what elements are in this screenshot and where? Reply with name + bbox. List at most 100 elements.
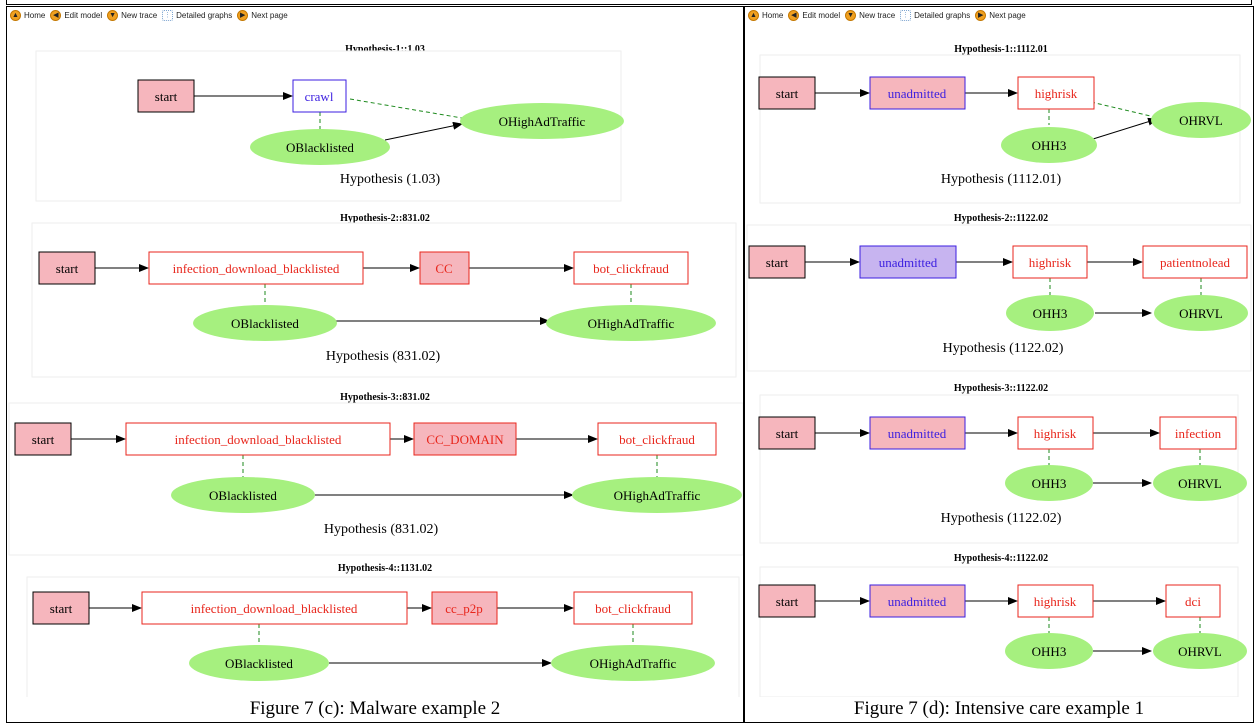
next-page-button[interactable]: ▶Next page	[237, 10, 288, 21]
next-page-label: Next page	[989, 11, 1026, 20]
intensive-care-graphs: Hypothesis-1::1112.01 start unadmitted h…	[746, 44, 1252, 697]
state-node	[1017, 76, 1095, 110]
hypothesis-title: Hypothesis-3::1122.02	[954, 383, 1048, 394]
state-label: start	[56, 261, 79, 276]
state-node	[748, 245, 806, 279]
observation-label: OBlacklisted	[231, 316, 299, 331]
state-label: crawl	[305, 89, 334, 104]
toolbar: ▲Home ◀Edit model ▼New trace ⋮Detailed g…	[7, 7, 743, 24]
chevron-down-icon: ▼	[107, 10, 119, 21]
observation-node	[1154, 295, 1248, 331]
state-label: start	[766, 255, 789, 270]
observation-label: OHH3	[1032, 644, 1067, 659]
new-trace-label: New trace	[121, 11, 158, 20]
new-trace-button[interactable]: ▼New trace	[845, 10, 895, 21]
observation-label: OHH3	[1032, 476, 1067, 491]
observation-node	[171, 477, 315, 513]
hypothesis-label: Hypothesis (1122.02)	[943, 341, 1064, 356]
state-label: unadmitted	[888, 426, 947, 441]
state-label: start	[32, 432, 55, 447]
observation-node	[1005, 465, 1093, 501]
observation-node	[250, 129, 390, 165]
detailed-graphs-button[interactable]: ⋮Detailed graphs	[162, 10, 232, 21]
edit-model-button[interactable]: ◀Edit model	[788, 10, 840, 21]
state-label: unadmitted	[888, 86, 947, 101]
state-node	[869, 416, 966, 450]
hypothesis-title: Hypothesis-1::1112.01	[954, 44, 1048, 55]
next-page-button[interactable]: ▶Next page	[975, 10, 1026, 21]
hypothesis-label: Hypothesis (1122.02)	[941, 511, 1062, 526]
chevron-left-icon: ◀	[50, 10, 62, 21]
observation-node	[1153, 465, 1247, 501]
state-node	[419, 251, 470, 285]
observation-label: OHRVL	[1178, 476, 1222, 491]
new-trace-label: New trace	[859, 11, 896, 20]
toolbar: ▲Home ◀Edit model ▼New trace ⋮Detailed g…	[745, 7, 1253, 24]
state-node	[1159, 416, 1237, 450]
observation-node	[1005, 633, 1093, 669]
state-node	[125, 422, 391, 456]
home-button[interactable]: ▲Home	[10, 10, 45, 21]
state-label: highrisk	[1034, 426, 1077, 441]
state-node	[758, 584, 816, 618]
state-label: start	[776, 426, 799, 441]
state-label: infection_download_blacklisted	[191, 601, 358, 616]
state-node	[1165, 584, 1221, 618]
observation-label: OHRVL	[1178, 644, 1222, 659]
state-node	[859, 245, 957, 279]
state-node	[573, 251, 689, 285]
chevron-up-icon: ▲	[10, 10, 21, 21]
state-label: start	[50, 601, 73, 616]
state-node	[1017, 416, 1094, 450]
chevron-down-icon: ▼	[845, 10, 857, 21]
home-button[interactable]: ▲Home	[748, 10, 783, 21]
observation-label: OBlacklisted	[209, 488, 277, 503]
chevron-right-icon: ▶	[237, 10, 249, 21]
state-node	[431, 591, 498, 625]
edit-model-label: Edit model	[802, 11, 841, 20]
observation-node	[193, 305, 337, 341]
hypothesis-label: Hypothesis (831.02)	[326, 349, 441, 364]
state-node	[141, 591, 408, 625]
state-node	[137, 79, 195, 113]
hypothesis-title: Hypothesis-4::1131.02	[338, 563, 432, 574]
edit-model-button[interactable]: ◀Edit model	[50, 10, 102, 21]
state-node	[413, 422, 517, 456]
malware-panel: ▲Home ◀Edit model ▼New trace ⋮Detailed g…	[6, 6, 744, 723]
new-trace-button[interactable]: ▼New trace	[107, 10, 157, 21]
figure-caption: Figure 7 (d): Intensive care example 1	[853, 698, 1145, 719]
edit-model-label: Edit model	[64, 11, 103, 20]
state-label: CC	[435, 261, 452, 276]
detailed-graphs-label: Detailed graphs	[914, 11, 971, 20]
observation-node	[551, 645, 715, 681]
top-border	[6, 0, 1252, 5]
state-label: unadmitted	[879, 255, 938, 270]
state-node	[292, 79, 347, 113]
home-label: Home	[24, 11, 46, 20]
hypothesis-title: Hypothesis-2::1122.02	[954, 213, 1048, 224]
state-label: bot_clickfraud	[595, 601, 671, 616]
state-label: highrisk	[1035, 86, 1078, 101]
state-node	[38, 251, 96, 285]
observation-node	[1153, 633, 1247, 669]
observation-label: OBlacklisted	[225, 656, 293, 671]
observation-node	[1006, 295, 1094, 331]
observation-label: OHighAdTraffic	[590, 656, 677, 671]
state-label: infection_download_blacklisted	[175, 432, 342, 447]
observation-node	[546, 305, 716, 341]
graph-dots-icon: ⋮	[162, 10, 174, 21]
hypothesis-title: Hypothesis-3::831.02	[340, 392, 430, 403]
state-label: CC_DOMAIN	[426, 432, 504, 447]
malware-graphs: Hypothesis-1::1.03 start crawl OBlacklis…	[8, 44, 743, 697]
observation-label: OHRVL	[1179, 113, 1223, 128]
state-node	[758, 76, 816, 110]
graph-dots-icon: ⋮	[900, 10, 912, 21]
hypothesis-label: Hypothesis (831.02)	[324, 522, 439, 537]
state-node	[32, 591, 90, 625]
state-label: cc_p2p	[445, 601, 483, 616]
state-node	[1017, 584, 1094, 618]
intensive-care-panel: ▲Home ◀Edit model ▼New trace ⋮Detailed g…	[744, 6, 1254, 723]
observation-node	[1151, 102, 1251, 138]
observation-label: OBlacklisted	[286, 140, 354, 155]
detailed-graphs-button[interactable]: ⋮Detailed graphs	[900, 10, 970, 21]
